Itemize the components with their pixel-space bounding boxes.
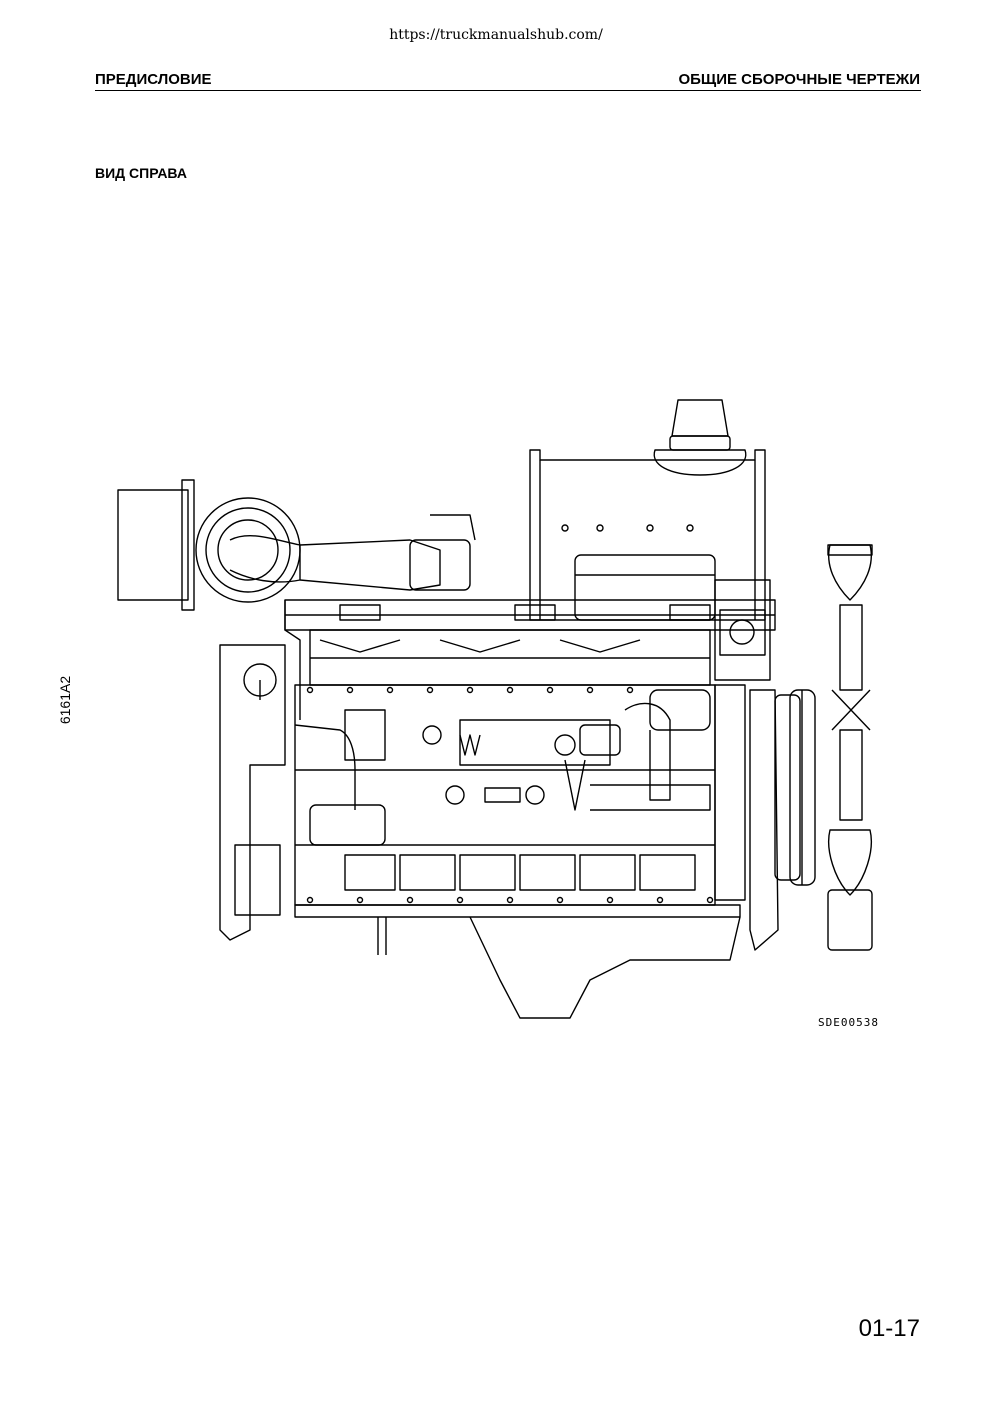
section-title: ВИД СПРАВА <box>95 165 187 181</box>
header-right-title: ОБЩИЕ СБОРОЧНЫЕ ЧЕРТЕЖИ <box>678 71 920 88</box>
header-left-title: ПРЕДИСЛОВИЕ <box>95 71 212 88</box>
engine-right-view-drawing <box>117 399 873 1019</box>
side-model-code: 6161A2 <box>57 675 73 725</box>
drawing-code: SDE00538 <box>818 1016 879 1029</box>
header-rule <box>95 90 921 91</box>
page-number: 01-17 <box>858 1315 920 1342</box>
source-url[interactable]: https://truckmanualshub.com/ <box>389 27 603 43</box>
